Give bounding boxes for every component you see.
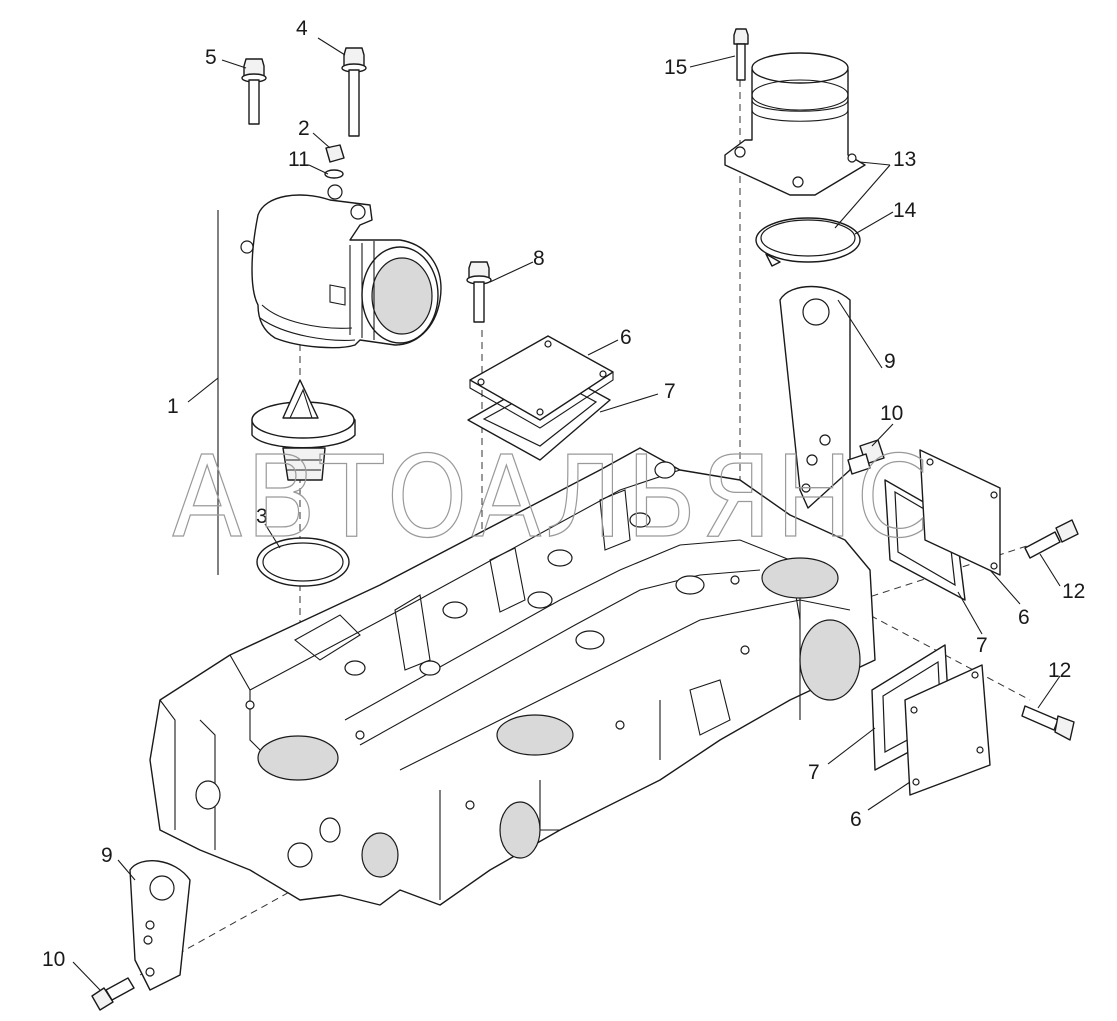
watermark-text: АВТОАЛЬЯНС xyxy=(172,433,932,563)
callout-4: 4 xyxy=(296,17,308,40)
thermostat-housing xyxy=(240,184,442,349)
cylinder-head xyxy=(149,447,876,906)
plug-2 xyxy=(325,144,345,163)
cover-plate-6-top xyxy=(469,335,614,429)
thermostat xyxy=(251,379,356,481)
callout-7-right-lower: 7 xyxy=(808,761,820,784)
callout-labels: 1 2 3 4 5 6 6 6 7 7 7 8 9 9 10 10 11 12 … xyxy=(42,17,1085,971)
lifting-bracket-9-upper xyxy=(779,285,851,509)
callout-12-lower: 12 xyxy=(1048,659,1071,682)
leader-lines xyxy=(72,37,1061,991)
bolt-12-upper xyxy=(1024,519,1079,559)
callout-3: 3 xyxy=(256,505,268,528)
bolt-8 xyxy=(466,261,492,323)
bolt-10-lower xyxy=(91,977,135,1011)
callout-14: 14 xyxy=(893,199,917,222)
callout-7-top: 7 xyxy=(664,380,676,403)
callout-8: 8 xyxy=(533,247,545,270)
bolt-4 xyxy=(341,47,367,137)
callout-2: 2 xyxy=(298,117,310,140)
callout-10-upper: 10 xyxy=(880,402,903,425)
washer-11 xyxy=(324,169,344,179)
callout-10-lower: 10 xyxy=(42,948,65,971)
callout-7-right-upper: 7 xyxy=(976,634,988,657)
callout-6-top: 6 xyxy=(620,326,632,349)
bolt-15 xyxy=(733,28,749,81)
callout-5: 5 xyxy=(205,46,217,69)
callout-15: 15 xyxy=(664,56,687,79)
cover-plate-6-right-lower xyxy=(904,664,991,796)
outlet-pipe-13 xyxy=(724,52,866,196)
callout-9-upper: 9 xyxy=(884,350,896,373)
callout-12-upper: 12 xyxy=(1062,580,1085,603)
cover-plate-6-right-upper xyxy=(919,449,1001,576)
callout-1: 1 xyxy=(167,395,179,418)
thermostat-seal-ring xyxy=(256,537,350,587)
clamp-ring-14 xyxy=(755,217,861,267)
callout-6-right-lower: 6 xyxy=(850,808,862,831)
bolt-10-upper xyxy=(847,439,885,475)
callout-6-right-upper: 6 xyxy=(1018,606,1030,629)
bolt-5 xyxy=(241,58,267,125)
callout-13: 13 xyxy=(893,148,916,171)
callout-9-lower: 9 xyxy=(101,844,113,867)
callout-11: 11 xyxy=(288,148,310,171)
lifting-bracket-9-lower xyxy=(129,860,191,991)
bolt-12-lower xyxy=(1021,705,1075,741)
